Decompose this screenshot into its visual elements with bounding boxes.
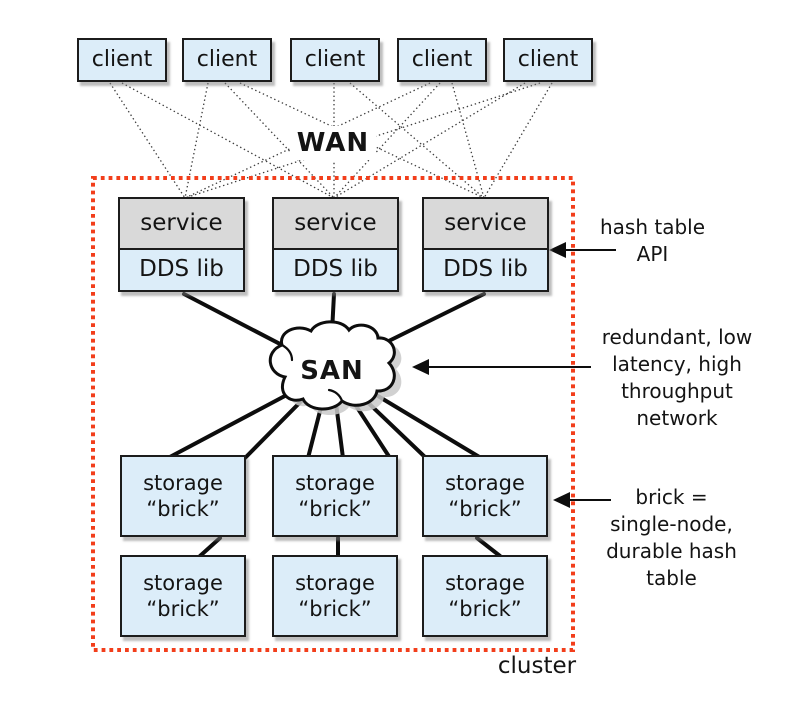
storage-brick-box: storage “brick”: [422, 455, 548, 537]
wan-label: WAN: [290, 126, 376, 160]
service-box: service DDS lib: [422, 197, 549, 292]
annotation-arrows: [412, 242, 616, 508]
annotation-line: hash table: [599, 215, 706, 239]
brick-label-line: storage: [445, 471, 525, 495]
dds-lib-label: DDS lib: [139, 256, 224, 283]
connection-line: [333, 82, 526, 199]
api-arrow-head: [549, 242, 566, 258]
annotation-line: single-node,: [610, 512, 733, 536]
connection-line: [483, 82, 553, 199]
annotation-line: API: [636, 242, 669, 266]
brick-label-line: “brick”: [298, 597, 372, 621]
annotation-hash-table-api: hash table API: [590, 214, 715, 268]
annotation-line: throughput: [621, 379, 733, 403]
san-label: SAN: [300, 356, 364, 386]
client-box: client: [397, 38, 487, 82]
client-label: client: [196, 46, 258, 72]
storage-brick-box: storage “brick”: [272, 555, 398, 637]
connection-line: [451, 82, 485, 199]
brick-label-line: “brick”: [146, 597, 220, 621]
client-label: client: [91, 46, 153, 72]
san-cloud: [268, 320, 402, 416]
connection-line: [109, 82, 186, 199]
network-arrow-head: [412, 359, 429, 375]
client-box: client: [77, 38, 167, 82]
san-cloud-crease: [280, 343, 294, 362]
annotation-line: table: [646, 566, 697, 590]
client-box: client: [182, 38, 272, 82]
client-label: client: [517, 46, 579, 72]
brick-label-line: “brick”: [146, 497, 220, 521]
service-cell: service: [274, 199, 397, 250]
brick-label-line: “brick”: [448, 597, 522, 621]
brick-label-line: storage: [143, 471, 223, 495]
annotation-line: latency, high: [612, 352, 742, 376]
cluster-label: cluster: [497, 653, 577, 679]
annotation-line: brick =: [635, 485, 708, 509]
brick-label-line: storage: [445, 571, 525, 595]
connection-line: [184, 82, 209, 199]
dds-lib-cell: DDS lib: [120, 250, 243, 290]
brick-arrow-head: [553, 492, 570, 508]
dds-lib-label: DDS lib: [443, 256, 528, 283]
dds-lib-cell: DDS lib: [424, 250, 547, 290]
service-label: service: [140, 209, 223, 236]
brick-label-line: storage: [295, 471, 375, 495]
dds-lib-label: DDS lib: [293, 256, 378, 283]
client-box: client: [503, 38, 593, 82]
client-label: client: [411, 46, 473, 72]
annotation-line: durable hash: [606, 539, 737, 563]
storage-brick-box: storage “brick”: [422, 555, 548, 637]
annotation-brick-definition: brick = single-node, durable hash table: [594, 484, 749, 592]
annotation-line: redundant, low: [601, 325, 753, 349]
service-label: service: [444, 209, 527, 236]
service-box: service DDS lib: [118, 197, 245, 292]
service-label: service: [294, 209, 377, 236]
brick-label-line: “brick”: [448, 497, 522, 521]
storage-brick-box: storage “brick”: [120, 555, 246, 637]
brick-link-line: [475, 536, 502, 558]
brick-links: [198, 536, 502, 558]
san-cloud-crease: [327, 388, 344, 403]
storage-brick-box: storage “brick”: [272, 455, 398, 537]
brick-label-line: “brick”: [298, 497, 372, 521]
dds-lib-cell: DDS lib: [274, 250, 397, 290]
client-box: client: [290, 38, 380, 82]
brick-label-line: storage: [143, 571, 223, 595]
service-box: service DDS lib: [272, 197, 399, 292]
annotation-network: redundant, low latency, high throughput …: [597, 324, 757, 432]
san-cloud-body: [268, 320, 396, 411]
client-label: client: [304, 46, 366, 72]
brick-label-line: storage: [295, 571, 375, 595]
annotation-line: network: [636, 406, 718, 430]
connection-line: [224, 82, 335, 199]
service-cell: service: [120, 199, 243, 250]
brick-link-line: [198, 536, 222, 558]
storage-brick-box: storage “brick”: [120, 455, 246, 537]
service-cell: service: [424, 199, 547, 250]
